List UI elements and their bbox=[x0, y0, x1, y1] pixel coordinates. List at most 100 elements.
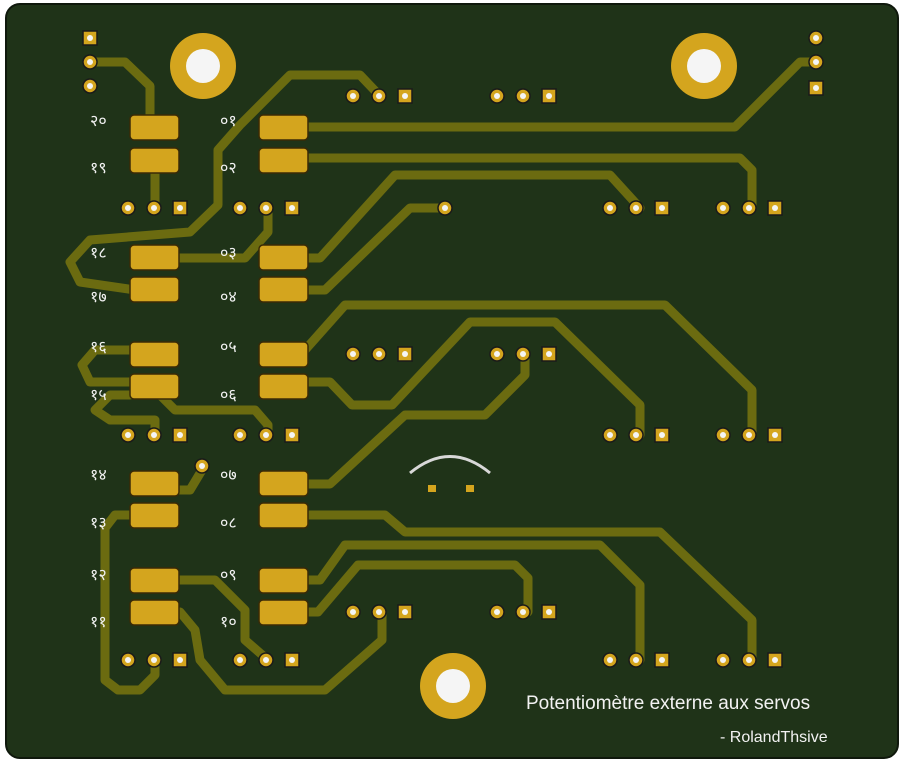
pad-label-right: ०८ bbox=[220, 513, 237, 532]
pad-19 bbox=[129, 147, 180, 174]
drill-hole bbox=[263, 432, 269, 438]
pad-label-right: ०३ bbox=[220, 243, 237, 262]
drill-hole bbox=[607, 432, 613, 438]
drill-hole bbox=[151, 657, 157, 663]
drill-hole bbox=[633, 657, 639, 663]
drill-hole bbox=[520, 351, 526, 357]
drill-hole bbox=[125, 205, 131, 211]
pad-label-right: १० bbox=[220, 612, 237, 631]
drill-hole bbox=[177, 205, 183, 211]
drill-hole bbox=[402, 351, 408, 357]
pad-20 bbox=[129, 114, 180, 141]
drill-hole bbox=[633, 432, 639, 438]
drill-hole bbox=[659, 432, 665, 438]
drill-hole bbox=[772, 657, 778, 663]
drill-hole bbox=[151, 432, 157, 438]
pad-10 bbox=[258, 599, 309, 626]
pin-headers bbox=[82, 30, 824, 668]
drill-hole bbox=[289, 432, 295, 438]
pad-label-right: ०४ bbox=[220, 287, 237, 306]
board-substrate bbox=[5, 3, 899, 759]
pad-03 bbox=[258, 244, 309, 271]
drill-hole bbox=[746, 205, 752, 211]
drill-hole bbox=[546, 609, 552, 615]
pad-label-left: १६ bbox=[90, 337, 107, 356]
drill-hole bbox=[289, 657, 295, 663]
pad-16 bbox=[129, 341, 180, 368]
pad-07 bbox=[258, 470, 309, 497]
drill-hole bbox=[607, 205, 613, 211]
drill-hole bbox=[520, 609, 526, 615]
drill-hole bbox=[813, 35, 819, 41]
drill-hole bbox=[772, 432, 778, 438]
drill-hole bbox=[520, 93, 526, 99]
pad-label-left: १३ bbox=[90, 513, 107, 532]
pad-18 bbox=[129, 244, 180, 271]
pad-label-left: १२ bbox=[90, 565, 107, 584]
component-pad bbox=[428, 485, 436, 492]
pad-04 bbox=[258, 276, 309, 303]
drill-hole bbox=[659, 205, 665, 211]
copper-traces bbox=[65, 57, 821, 695]
drill-hole bbox=[746, 657, 752, 663]
pad-02 bbox=[258, 147, 309, 174]
drill-hole bbox=[177, 657, 183, 663]
drill-hole bbox=[607, 657, 613, 663]
pad-11 bbox=[129, 599, 180, 626]
drill-hole bbox=[402, 609, 408, 615]
drill-hole bbox=[87, 35, 93, 41]
drill-hole bbox=[350, 609, 356, 615]
drill-hole bbox=[177, 432, 183, 438]
pad-label-left: १५ bbox=[90, 385, 107, 404]
pad-label-left: २० bbox=[90, 111, 107, 130]
drill-hole bbox=[125, 432, 131, 438]
pad-label-left: १७ bbox=[90, 287, 107, 306]
pad-label-right: ०५ bbox=[220, 337, 237, 356]
drill-hole bbox=[402, 93, 408, 99]
drill-hole bbox=[720, 205, 726, 211]
vias bbox=[194, 200, 453, 474]
drill-hole bbox=[494, 93, 500, 99]
drill-hole bbox=[746, 432, 752, 438]
pad-13 bbox=[129, 502, 180, 529]
drill-hole bbox=[720, 432, 726, 438]
pad-label-left: १८ bbox=[90, 243, 107, 262]
pad-label-left: ११ bbox=[90, 612, 107, 631]
pad-01 bbox=[258, 114, 309, 141]
pad-label-right: ०६ bbox=[220, 385, 237, 404]
drill-hole bbox=[151, 205, 157, 211]
drill-hole bbox=[125, 657, 131, 663]
drill-hole bbox=[263, 657, 269, 663]
pad-17 bbox=[129, 276, 180, 303]
pad-15 bbox=[129, 373, 180, 400]
component-pad bbox=[466, 485, 474, 492]
drill-hole bbox=[720, 657, 726, 663]
board-author: - RolandThsive bbox=[720, 729, 828, 746]
pad-06 bbox=[258, 373, 309, 400]
drill-hole bbox=[494, 351, 500, 357]
pad-05 bbox=[258, 341, 309, 368]
smd-pads bbox=[129, 114, 309, 626]
pad-08 bbox=[258, 502, 309, 529]
drill-hole bbox=[633, 205, 639, 211]
drill-hole bbox=[237, 432, 243, 438]
drill-hole bbox=[237, 205, 243, 211]
drill-hole bbox=[546, 351, 552, 357]
drill-hole bbox=[376, 93, 382, 99]
pad-label-right: ०९ bbox=[220, 565, 237, 584]
drill-hole bbox=[546, 93, 552, 99]
drill-hole bbox=[87, 59, 93, 65]
drill-hole bbox=[289, 205, 295, 211]
pad-09 bbox=[258, 567, 309, 594]
pad-label-right: ०१ bbox=[220, 111, 237, 130]
drill-hole bbox=[263, 205, 269, 211]
pad-12 bbox=[129, 567, 180, 594]
mounting-holes bbox=[170, 33, 737, 719]
drill-hole bbox=[772, 205, 778, 211]
drill-hole bbox=[813, 85, 819, 91]
drill-hole bbox=[376, 351, 382, 357]
pad-14 bbox=[129, 470, 180, 497]
pad-labels: २० १९ १८ १७ १६ १५ १४ १३ १२ ११ ०१ ०२ ०३ ०… bbox=[90, 111, 237, 631]
board-title: Potentiomètre externe aux servos bbox=[526, 693, 810, 714]
